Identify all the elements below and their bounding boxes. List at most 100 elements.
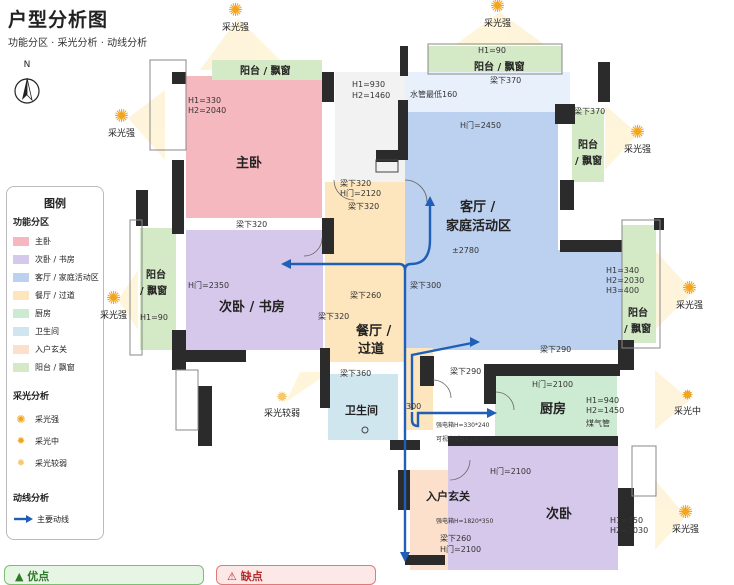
swatch-master bbox=[13, 236, 29, 246]
page-subtitle: 功能分区 · 采光分析 · 动线分析 bbox=[8, 38, 148, 49]
master-bedroom-area bbox=[186, 76, 322, 218]
dim-label: 可视电话H=1460 bbox=[436, 436, 485, 443]
legend-zone-label: 主卧 bbox=[35, 236, 51, 246]
sun-label: 采光较弱 bbox=[264, 409, 301, 419]
room-kitchen: 厨房 bbox=[540, 402, 567, 417]
window-frames bbox=[129, 43, 661, 497]
sun-medium-icon: ✹ bbox=[16, 435, 26, 447]
sink-fixture bbox=[375, 159, 399, 173]
room-master-bedroom: 主卧 bbox=[236, 156, 263, 171]
room-entry: 入户玄关 bbox=[426, 490, 470, 503]
pros-label: 优点 bbox=[27, 570, 50, 583]
room-living-line1: 客厅 / bbox=[460, 200, 496, 215]
legend-light-item: ✹采光较弱 bbox=[13, 457, 67, 469]
dim-label: H门=2100 bbox=[532, 380, 574, 389]
top-balcony-area bbox=[428, 46, 562, 72]
dim-label: H1=940 bbox=[586, 396, 620, 405]
sun-marker: ✺ 采光强 bbox=[108, 106, 136, 140]
closet-area bbox=[335, 72, 405, 182]
balcony-top: 阳台 / 飘窗 bbox=[474, 62, 525, 73]
dim-label: 梁下300 bbox=[410, 281, 442, 290]
swatch-entry bbox=[13, 344, 29, 354]
dim-label: H1=90 bbox=[478, 46, 506, 55]
legend-zone-label: 卫生间 bbox=[35, 326, 59, 336]
sun-strong-icon: ✺ bbox=[16, 412, 26, 426]
sun-label: 采光强 bbox=[624, 145, 652, 155]
sun-label: 采光强 bbox=[108, 129, 136, 139]
sun-icon: ✺ bbox=[489, 0, 506, 17]
sun-label: 采光中 bbox=[674, 407, 702, 417]
dim-label: 梁下320 bbox=[340, 179, 372, 188]
sun-icon: ✺ bbox=[629, 122, 646, 143]
sunlight-glow bbox=[118, 12, 693, 550]
legend-light-item: ✹ 采光中 bbox=[13, 435, 59, 447]
legend-zone-item: 次卧 / 书房 bbox=[13, 253, 75, 265]
sun-icon: ✺ bbox=[113, 106, 130, 127]
balcony-right-lower-b: / 飘窗 bbox=[624, 324, 652, 335]
room-second-bedroom: 次卧 bbox=[546, 507, 573, 522]
legend-zone-item: 卫生间 bbox=[13, 325, 59, 337]
balcony-left-b: / 飘窗 bbox=[140, 286, 168, 297]
room-dining-line2: 过道 bbox=[358, 342, 385, 357]
pros-badge: ▲ 优点 bbox=[4, 565, 204, 585]
dim-label: 水管最低160 bbox=[410, 90, 458, 99]
dim-label: 300 bbox=[406, 402, 422, 411]
legend-light-label: 采光强 bbox=[35, 414, 59, 424]
cons-label: 缺点 bbox=[240, 570, 263, 583]
dim-label: H1=340 bbox=[606, 266, 640, 275]
dim-label: 强电箱H=1820*350 bbox=[436, 518, 494, 525]
dim-label: H1=350 bbox=[610, 516, 644, 525]
legend-zone-label: 阳台 / 飘窗 bbox=[35, 362, 75, 372]
legend-flow-label: 主要动线 bbox=[37, 514, 69, 524]
balcony-top-left: 阳台 / 飘窗 bbox=[240, 66, 291, 77]
dim-label: H2=1450 bbox=[586, 406, 625, 415]
elevation-mark: ±2780 bbox=[452, 246, 480, 255]
legend-zone-item: 厨房 bbox=[13, 307, 51, 319]
second-bedroom-area bbox=[448, 445, 618, 570]
legend-title: 图例 bbox=[44, 197, 66, 210]
legend-zone-label: 客厅 / 家庭活动区 bbox=[35, 272, 99, 282]
dim-label: H1=930 bbox=[352, 80, 386, 89]
cons-badge: ⚠ 缺点 bbox=[216, 565, 376, 585]
sun-marker: ✺ 采光强 bbox=[484, 0, 511, 29]
sun-label: 采光强 bbox=[672, 525, 700, 535]
legend-zoning-heading: 功能分区 bbox=[13, 218, 50, 228]
dim-label: H1=330 bbox=[188, 96, 222, 105]
living-extension bbox=[558, 250, 622, 350]
dim-label: 梁下320 bbox=[348, 202, 380, 211]
dim-label: H门=2120 bbox=[340, 189, 382, 198]
sun-marker: ✺采光强 bbox=[672, 504, 700, 536]
sun-marker: ✺采光强 bbox=[676, 280, 703, 312]
legend-zone-item: 入户玄关 bbox=[13, 343, 67, 355]
legend-light-label: 采光中 bbox=[35, 436, 59, 446]
right-lower-balcony-area bbox=[622, 225, 656, 343]
legend-zone-item: 阳台 / 飘窗 bbox=[13, 361, 75, 373]
dim-label: H门=2100 bbox=[490, 467, 532, 476]
balcony-left-a: 阳台 bbox=[146, 270, 166, 281]
hall-strip bbox=[405, 72, 570, 112]
dim-label: 梁下290 bbox=[450, 367, 482, 376]
dim-label: 梁下370 bbox=[574, 107, 606, 116]
sun-marker: ✺采光强 bbox=[222, 0, 249, 34]
dim-label: 梁下360 bbox=[340, 369, 372, 378]
dim-label: 强电箱H=330*240 bbox=[436, 422, 490, 429]
sun-icon: ✺ bbox=[227, 0, 244, 21]
swatch-balcony bbox=[13, 362, 29, 372]
bathroom-area bbox=[328, 374, 398, 440]
swatch-dining bbox=[13, 290, 29, 300]
dim-label: 梁下260 bbox=[440, 534, 472, 543]
sun-weak-icon: ✹ bbox=[16, 457, 26, 469]
room-second-study: 次卧 / 书房 bbox=[219, 300, 285, 315]
legend-zone-label: 厨房 bbox=[35, 308, 51, 318]
swatch-kitchen bbox=[13, 308, 29, 318]
bathroom-drain bbox=[361, 426, 369, 434]
flow-arrowheads bbox=[281, 196, 497, 562]
legend-flow-heading: 动线分析 bbox=[13, 494, 50, 504]
swatch-second bbox=[13, 254, 29, 264]
sun-label: 采光强 bbox=[484, 19, 512, 29]
sun-marker: ✹采光中 bbox=[674, 386, 701, 417]
dim-label: H2=2030 bbox=[606, 276, 645, 285]
balcony-right-b: / 飘窗 bbox=[575, 156, 603, 167]
second-study-area bbox=[186, 230, 323, 350]
